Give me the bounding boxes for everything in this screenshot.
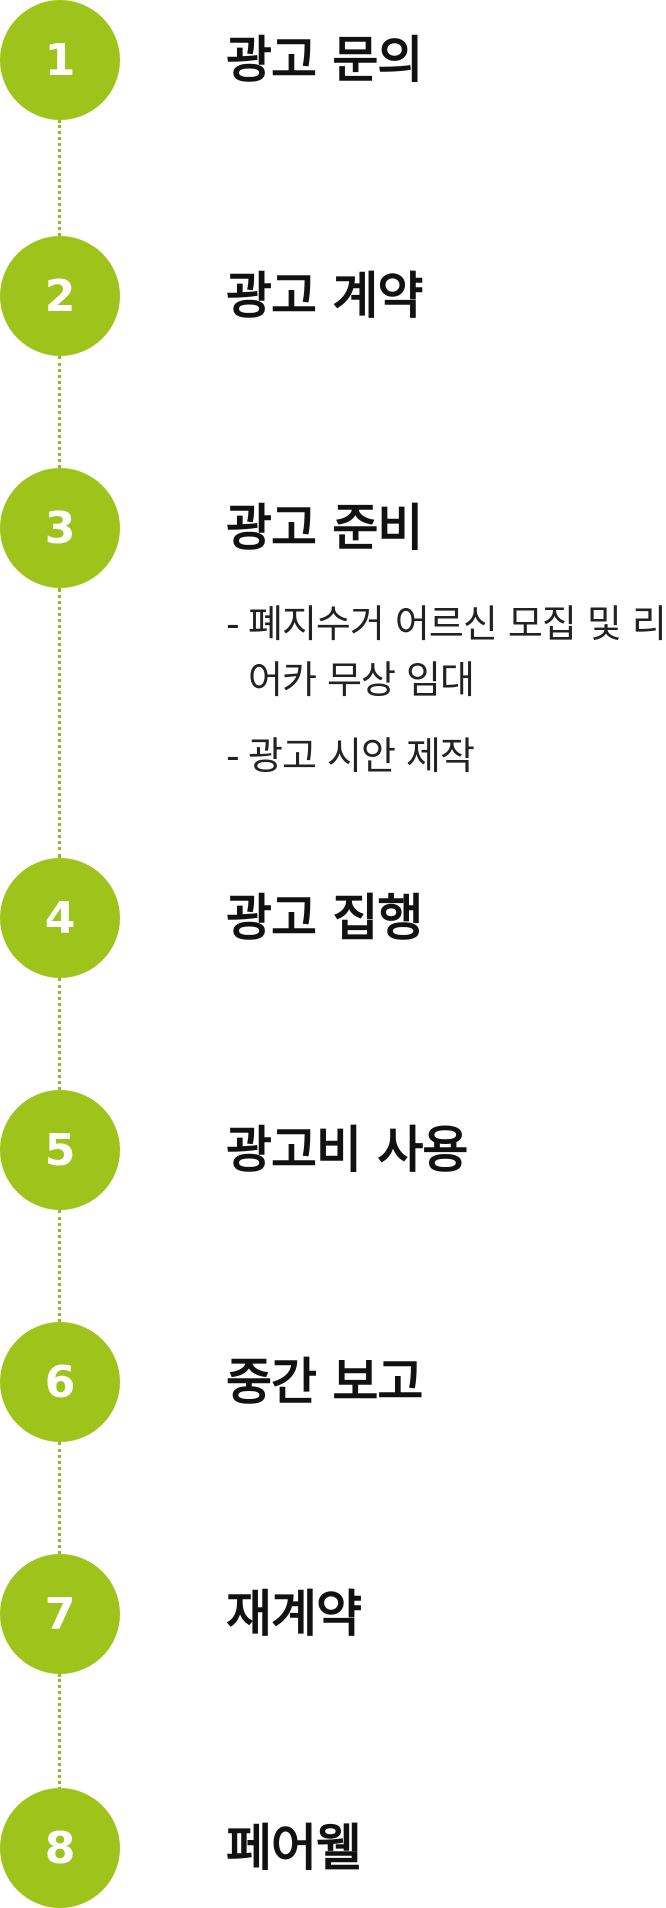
step-connector [58, 120, 61, 236]
step-3: 3 광고 준비 폐지수거 어르신 모집 및 리어카 무상 임대 광고 시안 제작 [0, 468, 666, 808]
step-connector [58, 356, 61, 468]
step-details-list: 폐지수거 어르신 모집 및 리어카 무상 임대 광고 시안 제작 [226, 596, 666, 804]
step-6: 6 중간 보고 [0, 1322, 666, 1442]
step-number-badge: 1 [0, 0, 120, 120]
step-7: 7 재계약 [0, 1554, 666, 1674]
step-connector [58, 1674, 61, 1790]
step-8: 8 페어웰 [0, 1788, 666, 1908]
step-connector [58, 588, 61, 858]
step-number-badge: 7 [0, 1554, 120, 1674]
step-5: 5 광고비 사용 [0, 1090, 666, 1210]
step-number-badge: 3 [0, 468, 120, 588]
step-title: 광고 집행 [226, 889, 423, 947]
step-connector [58, 978, 61, 1090]
detail-item: 광고 시안 제작 [226, 728, 666, 784]
detail-item: 폐지수거 어르신 모집 및 리어카 무상 임대 [226, 596, 666, 708]
step-title: 광고비 사용 [226, 1121, 468, 1179]
step-connector [58, 1210, 61, 1322]
step-number-badge: 6 [0, 1322, 120, 1442]
step-title: 페어웰 [226, 1819, 362, 1877]
step-number-badge: 2 [0, 236, 120, 356]
step-title: 중간 보고 [226, 1353, 423, 1411]
step-2: 2 광고 계약 [0, 236, 666, 356]
step-title: 광고 문의 [226, 31, 423, 89]
step-1: 1 광고 문의 [0, 0, 666, 120]
step-number-badge: 4 [0, 858, 120, 978]
step-number-badge: 8 [0, 1788, 120, 1908]
step-number-badge: 5 [0, 1090, 120, 1210]
step-connector [58, 1442, 61, 1554]
step-4: 4 광고 집행 [0, 858, 666, 978]
step-title: 광고 준비 [226, 499, 423, 557]
step-title: 재계약 [226, 1585, 362, 1643]
step-title: 광고 계약 [226, 267, 423, 325]
